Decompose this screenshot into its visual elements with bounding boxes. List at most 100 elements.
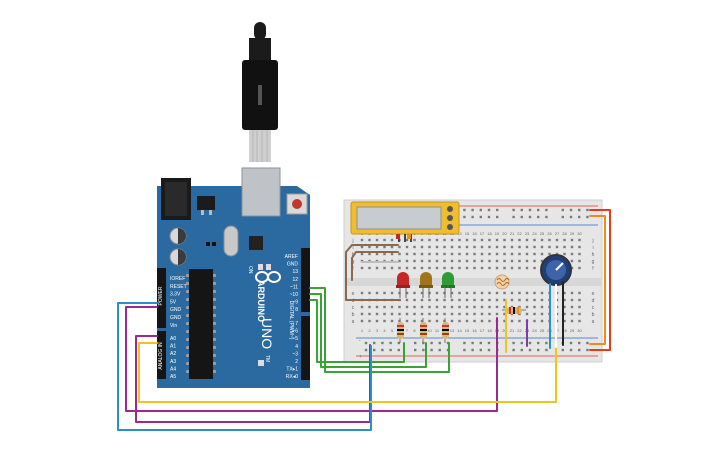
breadboard-hole[interactable]	[443, 312, 446, 316]
breadboard-hole[interactable]	[480, 319, 484, 323]
breadboard-rail-hole[interactable]	[397, 348, 400, 352]
breadboard-hole[interactable]	[540, 259, 544, 263]
breadboard-hole[interactable]	[518, 291, 521, 295]
breadboard-rail-hole[interactable]	[479, 341, 482, 345]
breadboard-hole[interactable]	[428, 238, 431, 242]
breadboard-rail-hole[interactable]	[578, 348, 581, 352]
breadboard-hole[interactable]	[473, 312, 476, 316]
breadboard-hole[interactable]	[533, 238, 536, 242]
breadboard-hole[interactable]	[375, 305, 379, 309]
breadboard-rail-hole[interactable]	[520, 348, 523, 352]
breadboard-hole[interactable]	[420, 238, 424, 242]
breadboard-rail-hole[interactable]	[578, 341, 581, 345]
breadboard-hole[interactable]	[495, 245, 499, 249]
breadboard-hole[interactable]	[503, 259, 506, 263]
breadboard-hole[interactable]	[458, 319, 461, 323]
breadboard-hole[interactable]	[503, 291, 506, 295]
breadboard-hole[interactable]	[405, 319, 409, 323]
breadboard-hole[interactable]	[458, 252, 461, 256]
breadboard-rail-hole[interactable]	[586, 208, 589, 212]
breadboard-hole[interactable]	[473, 238, 476, 242]
breadboard-hole[interactable]	[518, 305, 521, 309]
breadboard-hole[interactable]	[413, 245, 416, 249]
breadboard-hole[interactable]	[533, 319, 536, 323]
breadboard-rail-hole[interactable]	[422, 348, 425, 352]
breadboard-hole[interactable]	[458, 305, 461, 309]
breadboard-hole[interactable]	[480, 245, 484, 249]
breadboard-hole[interactable]	[413, 312, 416, 316]
breadboard-hole[interactable]	[510, 319, 514, 323]
breadboard-hole[interactable]	[435, 305, 439, 309]
breadboard-hole[interactable]	[578, 245, 581, 249]
breadboard-hole[interactable]	[540, 319, 544, 323]
breadboard-hole[interactable]	[443, 266, 446, 270]
breadboard-rail-hole[interactable]	[586, 215, 589, 219]
breadboard-hole[interactable]	[383, 312, 386, 316]
breadboard-hole[interactable]	[465, 245, 469, 249]
breadboard-hole[interactable]	[510, 266, 514, 270]
breadboard-hole[interactable]	[405, 291, 409, 295]
breadboard-hole[interactable]	[503, 266, 506, 270]
breadboard-hole[interactable]	[473, 305, 476, 309]
breadboard-rail-hole[interactable]	[373, 348, 376, 352]
breadboard-hole[interactable]	[525, 305, 529, 309]
breadboard-hole[interactable]	[390, 238, 394, 242]
breadboard-hole[interactable]	[428, 298, 431, 302]
breadboard-hole[interactable]	[375, 312, 379, 316]
breadboard-hole[interactable]	[533, 252, 536, 256]
breadboard-hole[interactable]	[443, 245, 446, 249]
breadboard-rail-hole[interactable]	[569, 341, 573, 345]
breadboard-hole[interactable]	[450, 259, 454, 263]
breadboard-rail-hole[interactable]	[537, 215, 540, 219]
breadboard-hole[interactable]	[563, 245, 566, 249]
breadboard-hole[interactable]	[413, 291, 416, 295]
breadboard-hole[interactable]	[548, 238, 551, 242]
breadboard-rail-hole[interactable]	[479, 215, 482, 219]
breadboard-hole[interactable]	[405, 238, 409, 242]
breadboard-hole[interactable]	[413, 298, 416, 302]
breadboard-rail-hole[interactable]	[381, 348, 384, 352]
breadboard-hole[interactable]	[570, 305, 574, 309]
breadboard-rail-hole[interactable]	[487, 215, 491, 219]
breadboard-hole[interactable]	[563, 252, 566, 256]
breadboard-hole[interactable]	[540, 298, 544, 302]
breadboard-hole[interactable]	[420, 291, 424, 295]
breadboard-hole[interactable]	[360, 252, 364, 256]
breadboard-hole[interactable]	[480, 305, 484, 309]
breadboard-rail-hole[interactable]	[537, 208, 540, 212]
breadboard-rail-hole[interactable]	[471, 341, 474, 345]
breadboard-rail-hole[interactable]	[512, 348, 515, 352]
breadboard-hole[interactable]	[465, 291, 469, 295]
breadboard-hole[interactable]	[578, 291, 581, 295]
breadboard-hole[interactable]	[458, 312, 461, 316]
breadboard-hole[interactable]	[533, 291, 536, 295]
breadboard-hole[interactable]	[488, 319, 491, 323]
breadboard-hole[interactable]	[398, 252, 401, 256]
breadboard-hole[interactable]	[578, 319, 581, 323]
breadboard-hole[interactable]	[368, 312, 371, 316]
breadboard-rail-hole[interactable]	[471, 348, 474, 352]
breadboard-hole[interactable]	[375, 252, 379, 256]
breadboard-hole[interactable]	[480, 259, 484, 263]
breadboard-rail-hole[interactable]	[528, 208, 532, 212]
breadboard-hole[interactable]	[420, 245, 424, 249]
breadboard-hole[interactable]	[510, 245, 514, 249]
breadboard-rail-hole[interactable]	[561, 348, 564, 352]
breadboard-hole[interactable]	[555, 245, 559, 249]
breadboard-hole[interactable]	[383, 245, 386, 249]
breadboard-hole[interactable]	[450, 291, 454, 295]
breadboard-rail-hole[interactable]	[364, 348, 368, 352]
breadboard-hole[interactable]	[413, 252, 416, 256]
breadboard-hole[interactable]	[375, 319, 379, 323]
breadboard-hole[interactable]	[435, 319, 439, 323]
breadboard-hole[interactable]	[390, 312, 394, 316]
breadboard-hole[interactable]	[503, 319, 506, 323]
breadboard-hole[interactable]	[488, 238, 491, 242]
breadboard-hole[interactable]	[383, 319, 386, 323]
breadboard-hole[interactable]	[518, 319, 521, 323]
breadboard-rail-hole[interactable]	[430, 348, 433, 352]
breadboard-hole[interactable]	[443, 252, 446, 256]
breadboard-rail-hole[interactable]	[438, 341, 441, 345]
breadboard-hole[interactable]	[428, 259, 431, 263]
breadboard-hole[interactable]	[390, 305, 394, 309]
